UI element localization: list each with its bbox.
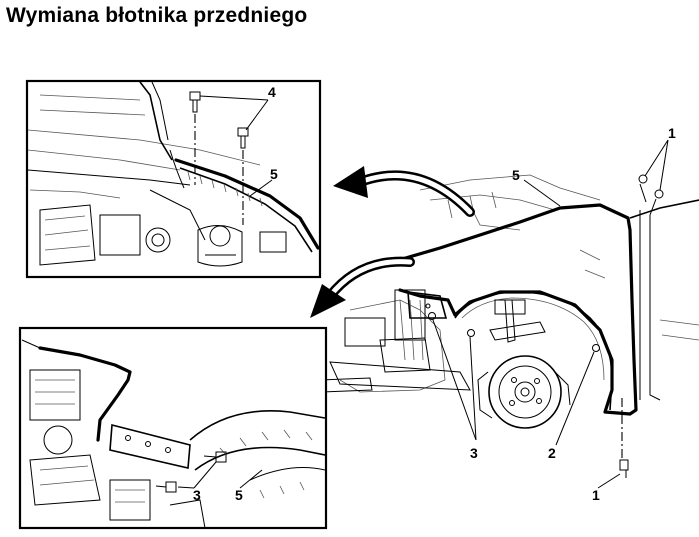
- top-detail-inset: [25, 79, 322, 279]
- callout-5-main: 5: [512, 167, 520, 183]
- bottom-detail-inset: [18, 326, 328, 530]
- removal-arrow-upper: [333, 166, 475, 217]
- removal-arrow-lower: [310, 256, 415, 318]
- callout-1-top: 1: [668, 125, 676, 141]
- callout-2: 2: [548, 445, 556, 461]
- callout-3-main: 3: [470, 445, 478, 461]
- main-vehicle-illustration: [319, 174, 699, 478]
- callout-1-bottom: 1: [592, 487, 600, 503]
- callout-4-detail: 4: [268, 84, 276, 100]
- callout-5-bottom-detail: 5: [235, 487, 243, 503]
- callout-5-top-detail: 5: [270, 166, 278, 182]
- leader-lines: [177, 95, 669, 489]
- page-title: Wymiana błotnika przedniego: [6, 4, 308, 27]
- callout-3-detail: 3: [193, 487, 201, 503]
